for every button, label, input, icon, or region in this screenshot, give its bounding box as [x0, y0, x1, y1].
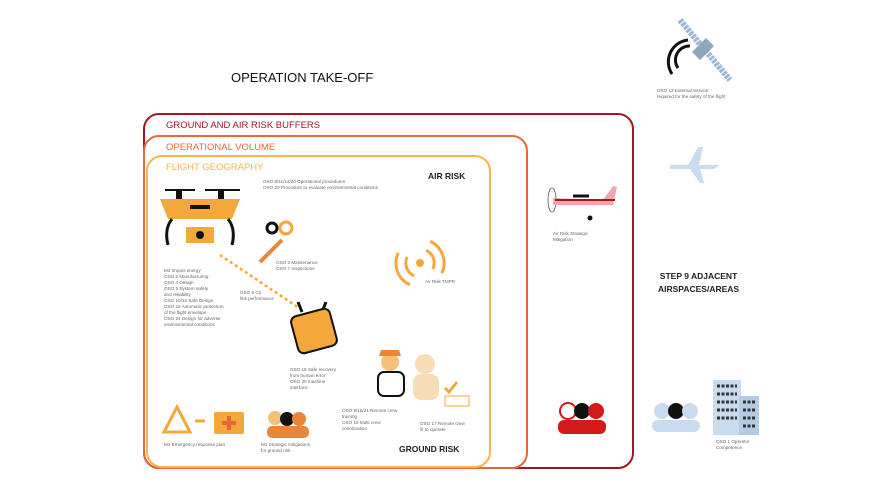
air-risk-label: AIR RISK	[428, 171, 466, 181]
emergency-icon	[161, 403, 244, 434]
building-icon	[713, 380, 759, 435]
c2-text: OSO 6 C2 link performance	[240, 290, 274, 301]
airliner-icon	[670, 147, 720, 183]
ground-risk-label: GROUND RISK	[399, 444, 460, 454]
erp-text: M3 Emergency response plan	[164, 442, 226, 447]
buffers-label: GROUND AND AIR RISK BUFFERS	[166, 120, 321, 131]
external-service-text: OSO 13 External Service required for the…	[657, 88, 726, 99]
flight-geography-zone	[146, 155, 491, 468]
drone-icon	[160, 189, 240, 246]
controller-icon	[290, 301, 338, 355]
link-dashes	[219, 253, 303, 312]
red-people-icon	[558, 402, 606, 434]
people-icon	[267, 411, 309, 438]
pilot-icon	[377, 350, 470, 407]
drone-oso-text: M2 Impact energy OSO 2 Manufacturing OSO…	[164, 268, 224, 327]
operational-volume-label: OPERATIONAL VOLUME	[166, 142, 276, 153]
controller-text: OSO 19 Safe recovery from human error OS…	[290, 367, 337, 390]
operational-volume-zone	[143, 135, 528, 469]
maintenance-icon	[258, 220, 294, 264]
operator-competence-text: OSO 1 Operator Competence	[716, 439, 750, 450]
ops-procedures-text: OSO 8/11/14/20 Operational procedures OS…	[263, 179, 378, 190]
adjacent-areas-label: STEP 9 ADJACENT AIRSPACES/AREAS	[658, 271, 740, 294]
m1-text: M1 Strategic mitigations for ground risk	[261, 442, 311, 453]
maintenance-text: OSO 3 Maintenance OSO 7 Inspections	[276, 260, 318, 271]
tmpr-text: Air Risk TMPR	[425, 279, 456, 284]
blue-people-icon	[652, 403, 700, 432]
page-title: OPERATION TAKE-OFF	[231, 70, 374, 85]
fit-text: OSO 17 Remote crew fit to operate	[420, 421, 465, 432]
crew-text: OSO 9/15/21 Remote crew training OSO 16 …	[342, 408, 398, 431]
strategic-mitigation-text: Air Risk Strategic Mitigation	[553, 231, 589, 242]
flight-geography-label: FLIGHT GEOGRAPHY	[166, 162, 264, 173]
small-plane-icon	[547, 186, 617, 221]
signal-icon	[394, 239, 446, 287]
satellite-icon	[666, 18, 733, 82]
